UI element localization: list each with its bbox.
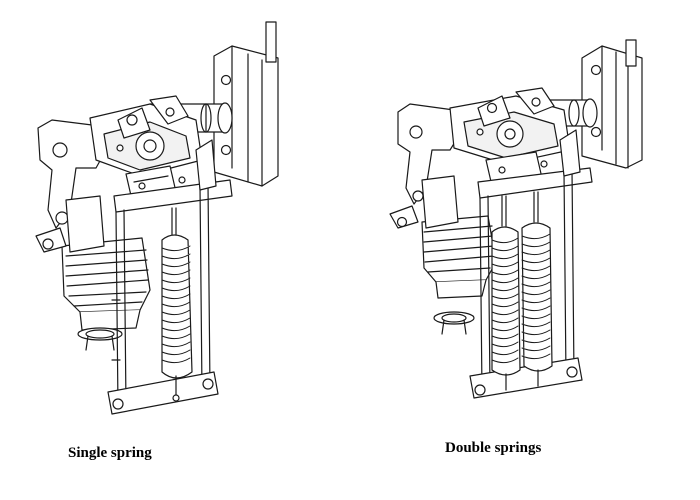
coil-spring-1: [492, 196, 520, 390]
gearbox: [450, 88, 570, 186]
panel-single-spring: Single spring: [0, 0, 350, 500]
bolts: [117, 145, 185, 189]
single-spring-mechanism-drawing: [0, 0, 350, 500]
motor-housing: [422, 216, 496, 334]
mounting-post: [214, 22, 278, 186]
lever-arm: [390, 104, 460, 228]
caption-double-springs: Double springs: [445, 440, 542, 456]
bolts: [477, 129, 547, 173]
motor-housing: [62, 238, 150, 350]
coil-spring: [162, 208, 192, 401]
spring-frame: [470, 130, 592, 398]
double-springs-mechanism-drawing: [350, 0, 700, 500]
lever-arm: [36, 120, 106, 252]
panel-double-springs: Double springs: [350, 0, 700, 500]
caption-single-spring: Single spring: [68, 445, 152, 461]
mounting-post: [582, 40, 642, 168]
coil-spring-2: [522, 192, 552, 386]
spring-frame: [108, 140, 232, 414]
gearbox: [90, 96, 202, 200]
